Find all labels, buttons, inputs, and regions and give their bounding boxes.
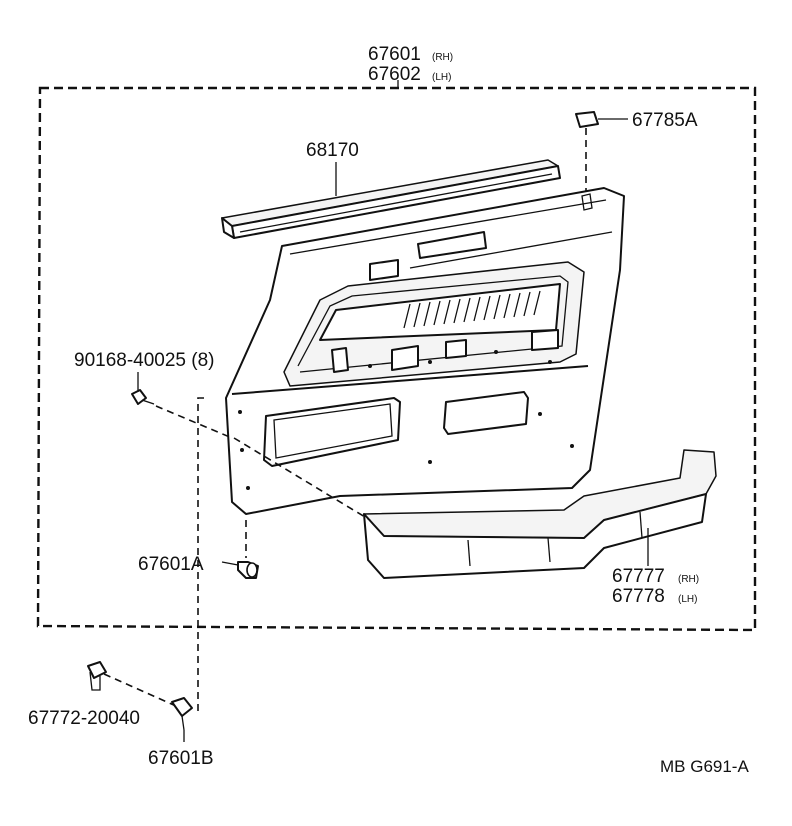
screw-90168 bbox=[131, 389, 155, 405]
clip-67601a bbox=[237, 561, 259, 579]
label-67778: 67778 bbox=[612, 586, 665, 607]
label-68170: 68170 bbox=[306, 140, 359, 161]
bolt-dash-frame bbox=[197, 397, 204, 716]
clip-67785a bbox=[575, 111, 599, 128]
armrest-pad bbox=[363, 449, 717, 579]
weatherstrip-part bbox=[221, 159, 561, 239]
label-67772: 67772-20040 bbox=[28, 708, 140, 729]
label-67777: 67777 bbox=[612, 566, 665, 587]
clip-a-leader bbox=[221, 561, 239, 566]
clip-bolt-67772 bbox=[87, 661, 107, 691]
label-67777-side: (RH) bbox=[678, 574, 699, 585]
clip-67601b bbox=[171, 697, 193, 731]
label-90168: 90168-40025 (8) bbox=[74, 350, 215, 371]
figure-code: MB G691-A bbox=[660, 757, 749, 776]
assembly-frame bbox=[36, 86, 757, 632]
label-67601a: 67601A bbox=[138, 554, 204, 575]
screw-dash bbox=[155, 405, 233, 439]
bolt-dash bbox=[103, 673, 177, 707]
label-67602: 67602 bbox=[368, 64, 421, 85]
label-67602-side: (LH) bbox=[432, 72, 451, 83]
label-67601: 67601 bbox=[368, 44, 421, 65]
label-67601b: 67601B bbox=[148, 748, 214, 769]
label-67785a: 67785A bbox=[632, 110, 698, 131]
door-trim-panel bbox=[225, 187, 625, 515]
speaker-grille bbox=[403, 290, 541, 329]
label-67778-side: (LH) bbox=[678, 594, 697, 605]
label-67601-side: (RH) bbox=[432, 52, 453, 63]
pad-dash bbox=[233, 437, 371, 521]
